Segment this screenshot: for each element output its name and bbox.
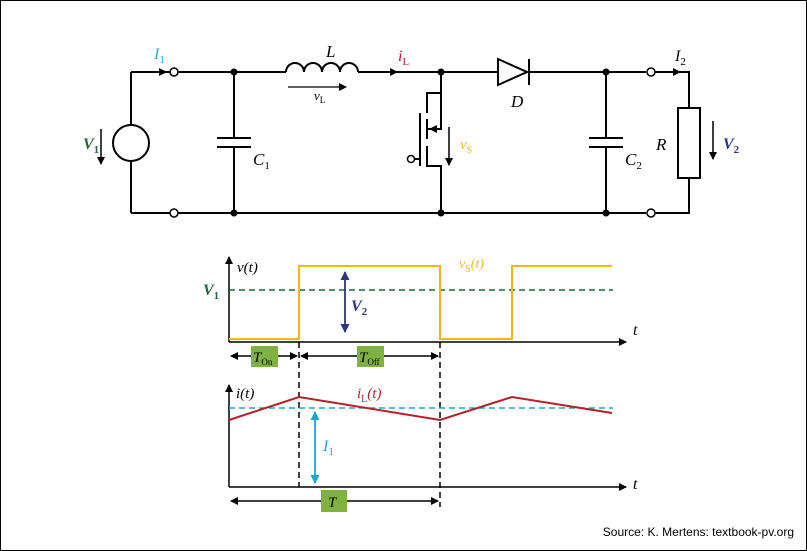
gate-terminal — [406, 154, 416, 164]
source-credit: Source: K. Mertens: textbook-pv.org — [602, 525, 794, 539]
i2-label: I2 — [674, 48, 686, 68]
t-on-label: TOn — [253, 350, 273, 367]
vs-waveform — [229, 265, 612, 340]
t-off-label: TOff — [359, 350, 380, 367]
inductor-label: L — [325, 42, 335, 61]
period-label: T — [328, 495, 338, 511]
resistor-label: R — [655, 135, 667, 154]
i-axis-label: i(t) — [236, 386, 254, 402]
terminals — [169, 67, 656, 218]
terminal — [169, 208, 179, 218]
capacitor-c1 — [217, 72, 251, 213]
diode-label: D — [510, 92, 524, 111]
v1-label: V1 — [83, 136, 99, 156]
i1-avg-label: I1 — [322, 438, 334, 458]
circuit-nodes — [230, 68, 610, 217]
terminal — [169, 67, 179, 77]
resistor — [677, 107, 701, 179]
il-curve-label: iL(t) — [357, 386, 381, 405]
i1-label: I1 — [153, 46, 165, 66]
voltage-plot: v(t) t V1 V2 vS(t) TOn TOff — [203, 256, 638, 367]
node — [437, 68, 445, 76]
node — [602, 209, 610, 217]
vl-label: vL — [314, 88, 325, 105]
v2-label: V2 — [723, 136, 740, 156]
voltage-source — [112, 124, 150, 162]
terminal — [646, 67, 656, 77]
i-t-label: t — [633, 476, 638, 493]
period-box — [321, 490, 347, 512]
circuit — [112, 57, 701, 214]
inductor-coil — [285, 62, 359, 73]
v-axis-label: v(t) — [237, 260, 258, 276]
current-plot: i(t) t iL(t) I1 T — [225, 384, 638, 512]
vs-curve-label: vS(t) — [459, 257, 484, 275]
v-t-label: t — [633, 322, 638, 339]
wire-top-right — [529, 71, 690, 214]
c1-label: C1 — [253, 150, 270, 172]
node — [602, 68, 610, 76]
il-waveform — [228, 395, 613, 422]
il-label: iL — [398, 48, 409, 68]
c2-label: C2 — [625, 150, 642, 172]
t-off-box — [357, 346, 384, 367]
mosfet-switch — [419, 72, 442, 213]
t-on-box — [251, 346, 278, 367]
node — [230, 68, 238, 76]
terminal — [646, 208, 656, 218]
mosfet-arrow — [429, 125, 437, 133]
capacitor-c2 — [589, 72, 623, 213]
node — [437, 209, 445, 217]
vs-label: vS — [460, 137, 472, 156]
diode — [497, 57, 530, 87]
node — [230, 209, 238, 217]
v2-amplitude-label: V2 — [351, 298, 368, 318]
v1-level-label: V1 — [203, 282, 219, 302]
